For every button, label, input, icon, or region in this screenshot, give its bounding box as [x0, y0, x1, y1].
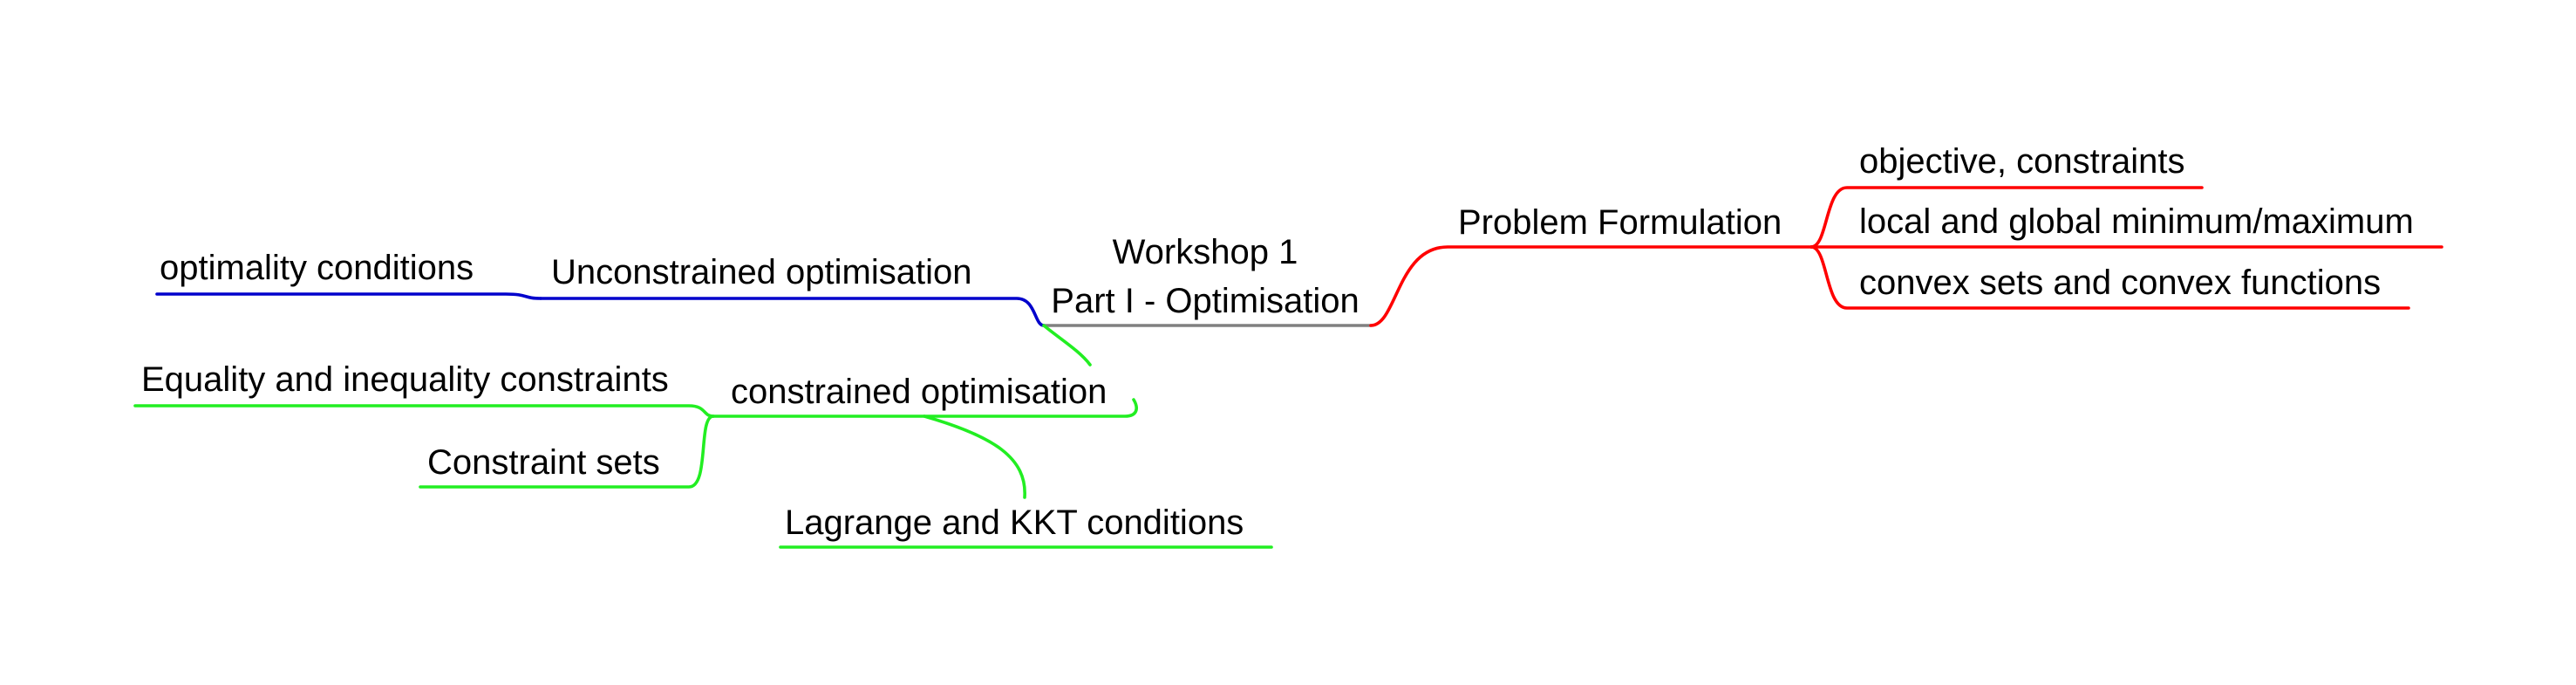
- connector-root-to-problem-formulation: [1369, 245, 1813, 327]
- branch-constrained: constrained optimisation Equality and in…: [133, 324, 1273, 549]
- branch-problem-formulation: Problem Formulation objective, constrain…: [1369, 142, 2443, 327]
- root-node[interactable]: Workshop 1 Part I - Optimisation: [1042, 233, 1373, 327]
- connector-root-to-unconstrained: [539, 297, 1046, 327]
- node-problem-formulation[interactable]: Problem Formulation: [1458, 203, 1782, 242]
- node-optimality-conditions[interactable]: optimality conditions: [160, 249, 474, 287]
- connector-pf-to-convex: [1809, 245, 2410, 310]
- connector-unconstrained-to-optimality: [155, 292, 542, 300]
- root-title-line1: Workshop 1: [1113, 233, 1298, 271]
- branch-unconstrained: Unconstrained optimisation optimality co…: [155, 249, 1046, 327]
- root-title-line2: Part I - Optimisation: [1051, 282, 1359, 320]
- node-constraint-sets[interactable]: Constraint sets: [427, 443, 660, 482]
- node-local-global-min-max[interactable]: local and global minimum/maximum: [1859, 202, 2414, 241]
- connector-constrained-underline: [712, 398, 1138, 418]
- connector-constrained-to-constraint-sets: [419, 414, 715, 489]
- connector-constrained-to-equality: [133, 404, 715, 418]
- node-equality-inequality-constraints[interactable]: Equality and inequality constraints: [141, 360, 669, 399]
- node-objective-constraints[interactable]: objective, constraints: [1859, 142, 2185, 181]
- node-convex-sets-functions[interactable]: convex sets and convex functions: [1859, 264, 2381, 302]
- connector-constrained-to-lagrange: [923, 414, 1026, 499]
- connector-root-to-constrained: [1042, 324, 1092, 366]
- node-lagrange-kkt-conditions[interactable]: Lagrange and KKT conditions: [785, 503, 1244, 542]
- node-unconstrained-optimisation[interactable]: Unconstrained optimisation: [551, 253, 971, 291]
- connector-pf-to-objective: [1809, 186, 2204, 249]
- node-constrained-optimisation[interactable]: constrained optimisation: [731, 373, 1107, 411]
